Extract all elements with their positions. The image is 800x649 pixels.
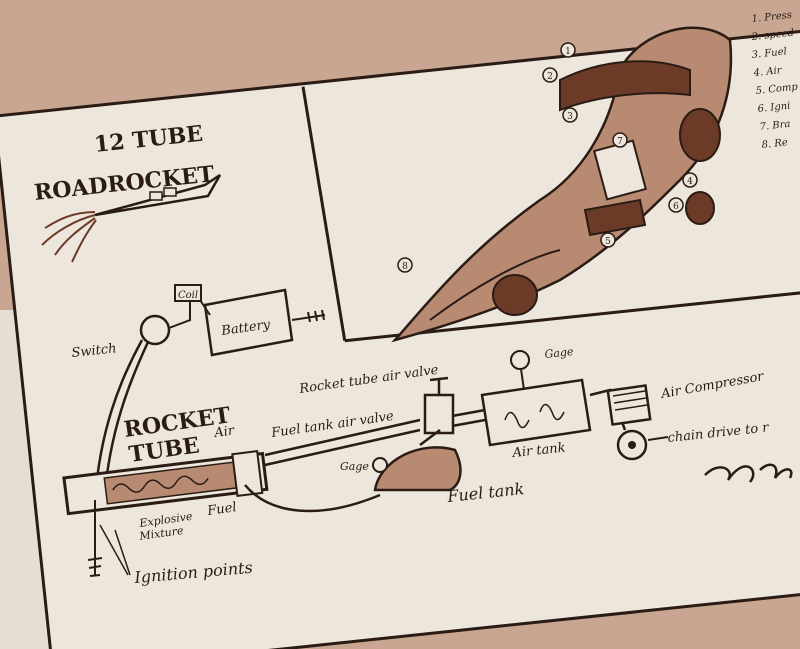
legend-item: 4. Air: [752, 65, 783, 79]
label-switch: Switch: [71, 341, 117, 361]
panel-divider: [301, 86, 347, 342]
air-pipe: [264, 418, 421, 467]
legend-item: 1. Press: [751, 10, 792, 25]
legend-item: 7. Bra: [759, 119, 791, 133]
rocket-tube-air-valve: [423, 376, 455, 435]
legend-item: 8. Re: [761, 137, 788, 151]
callout-5: 5: [605, 237, 611, 247]
ground-symbol: [87, 500, 103, 577]
label-gage-top: Gage: [544, 345, 575, 361]
small-rocket-sketch: [41, 173, 222, 263]
wheel-rear: [492, 274, 538, 316]
legend-item: 6. Igni: [757, 101, 791, 115]
callout-8: 8: [402, 262, 408, 272]
label-air: Air: [212, 423, 235, 441]
callout-3: 3: [567, 112, 573, 122]
label-gage-left: Gage: [340, 460, 369, 473]
legend-item: 3. Fuel: [751, 46, 787, 61]
air-tank: [480, 350, 592, 447]
gage-top-symbol: [510, 350, 530, 370]
rocket-tube: [62, 450, 269, 516]
fuel-pipe: [244, 484, 381, 513]
label-explosive-2: Mixture: [138, 524, 185, 543]
signature-flourish: [704, 463, 793, 483]
callout-4: 4: [687, 177, 693, 187]
callout-6: 6: [673, 202, 679, 212]
battery-box: [203, 288, 294, 357]
coil-box: [174, 284, 202, 302]
gage-left-symbol: [372, 457, 388, 473]
panel-bottom: [344, 286, 800, 343]
callout-2: 2: [547, 72, 553, 82]
roadrocket-car-sketch: [391, 26, 733, 343]
label-battery: Battery: [219, 317, 271, 339]
legend-item: 2. speed: [750, 28, 794, 43]
label-fuel: Fuel: [205, 500, 237, 519]
air-compressor: [606, 384, 652, 461]
callout-7: 7: [617, 137, 623, 147]
legend-item: 5. Comp: [755, 82, 799, 97]
wheel-front: [679, 108, 721, 162]
fuel-tank: [372, 429, 462, 492]
callouts: 1 2 3 4 5 6 7 8: [397, 42, 698, 273]
label-coil: Coil: [178, 290, 198, 301]
switch-symbol: [139, 314, 171, 346]
wheel-lower: [685, 191, 715, 225]
callout-1: 1: [565, 47, 571, 57]
label-air-tank: Air tank: [511, 440, 567, 461]
legend-list: 1. Press 2. speed 3. Fuel 4. Air 5. Comp…: [750, 10, 799, 151]
